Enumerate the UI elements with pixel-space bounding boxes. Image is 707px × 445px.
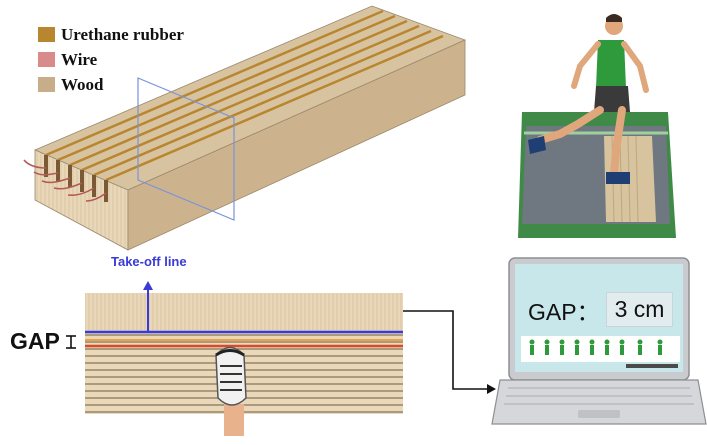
keyboard	[504, 387, 694, 405]
legend-item-wood: Wood	[38, 72, 184, 97]
legend: Urethane rubber Wire Wood	[38, 22, 184, 97]
shoe-icon	[215, 346, 247, 436]
laptop	[491, 257, 707, 425]
legend-item-urethane-rubber: Urethane rubber	[38, 22, 184, 47]
runner-figure	[528, 14, 649, 184]
swatch-urethane-rubber	[38, 27, 55, 42]
legend-label-wood: Wood	[61, 74, 104, 94]
gap-bracket-icon	[66, 335, 76, 349]
runner-scene	[518, 14, 676, 238]
runner-filmstrip	[521, 336, 680, 362]
takeoff-line-label: Take-off line	[111, 254, 187, 269]
beam-slots	[44, 155, 108, 202]
legend-label-urethane-rubber: Urethane rubber	[61, 24, 184, 44]
cross-section-plane	[137, 77, 235, 221]
laptop-gap-value: 3 cm	[605, 292, 674, 327]
swatch-wood	[38, 77, 55, 92]
legend-item-wire: Wire	[38, 47, 184, 72]
wire-leads	[23, 159, 107, 202]
legend-label-wire: Wire	[61, 49, 98, 69]
swatch-wire	[38, 52, 55, 67]
laptop-gap-prefix: GAP：	[528, 298, 600, 325]
laptop-gap-readout: GAP： 3 cm	[528, 292, 674, 327]
wooden-beam-3d	[23, 5, 467, 251]
rubber-strips	[45, 9, 444, 182]
gap-label: GAP	[10, 328, 60, 354]
connector-line	[403, 310, 490, 390]
takeoff-board	[66, 281, 403, 436]
